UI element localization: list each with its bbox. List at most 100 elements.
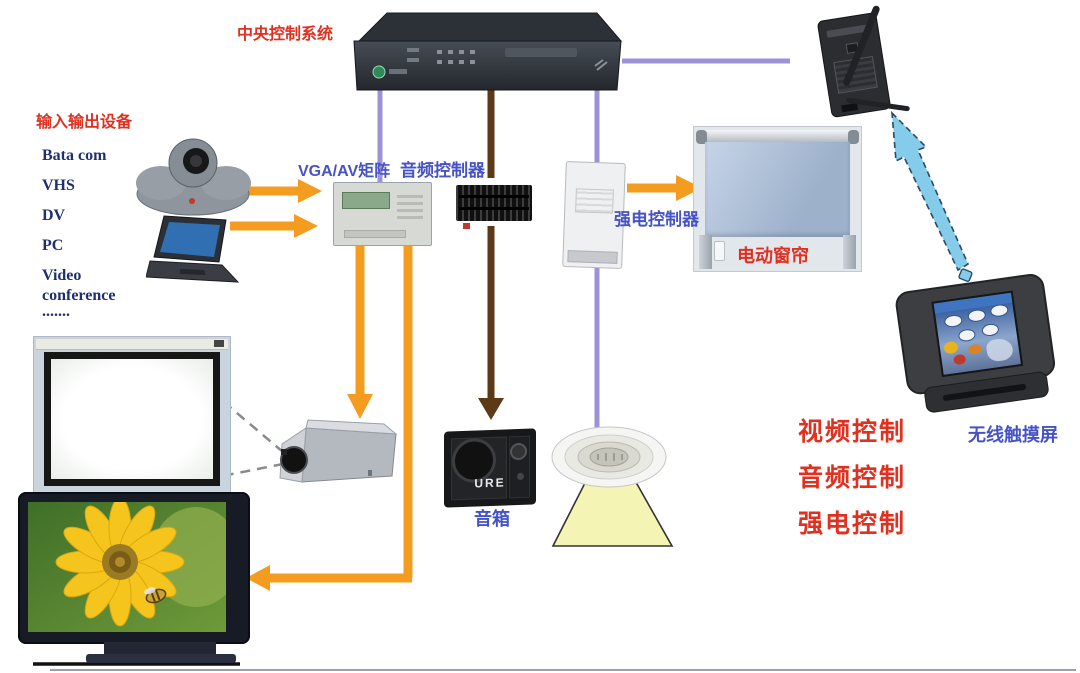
camera-lens-inner [190, 155, 202, 167]
rack-buttons [437, 50, 475, 64]
touchscreen-label: 无线触摸屏 [968, 425, 1058, 445]
flower [55, 502, 185, 627]
audioctl-red-mark [463, 223, 470, 229]
arrowhead-camera [298, 179, 322, 203]
projector-graphic [279, 419, 398, 483]
receiver-connector [841, 103, 859, 113]
projector-lens-icon [280, 446, 308, 474]
screen-black-border [44, 352, 220, 486]
laptop-graphic [146, 215, 240, 283]
speaker-label: 音箱 [474, 509, 510, 529]
screen-top-bar [36, 339, 228, 350]
camera-graphic [136, 138, 251, 216]
flower-center-core [115, 557, 125, 567]
io-item-batacom: Bata com [42, 147, 107, 164]
plasma-tv [18, 492, 253, 664]
projector-top [305, 419, 398, 435]
touchscreen-yellow-key [943, 340, 959, 355]
video-conference-camera [130, 126, 256, 220]
touchscreen-screen [931, 290, 1024, 378]
touchscreen-button-5 [981, 322, 1000, 338]
arrowhead-to-speaker [478, 398, 504, 420]
rack-led-row-2 [407, 58, 419, 62]
projector-foot [368, 470, 372, 476]
speaker: URE [444, 428, 536, 508]
caption-audio-control: 音频控制 [798, 464, 907, 492]
io-item-dv: DV [42, 207, 66, 224]
curtain-post-right [843, 235, 856, 269]
curtain-cap-left [696, 130, 707, 144]
matrix-lcd [342, 192, 390, 209]
wireless-touchscreen [893, 272, 1060, 420]
rack-front-face [353, 40, 622, 91]
curtain-label: 电动窗帘 [737, 246, 809, 266]
curtain-post-left [699, 235, 712, 269]
audioctl-band-2 [459, 207, 529, 210]
io-item-vhs: VHS [42, 177, 75, 194]
audio-controller-label: 音频控制器 [400, 161, 485, 180]
laptop [146, 214, 242, 290]
central-control-unit [345, 8, 623, 94]
wireless-dash-1 [958, 268, 973, 282]
touchscreen-red-key [953, 353, 967, 366]
laptop-touchpad [180, 269, 206, 275]
audio-controller [456, 185, 532, 221]
wireless-arrow-touchscreen-to-receiver [891, 110, 970, 272]
curtain-roller [696, 130, 859, 144]
rack-logo-text [389, 69, 407, 74]
laptop-screen [160, 222, 220, 257]
central-control-unit-graphic [353, 12, 623, 91]
rack-top-face [357, 12, 623, 42]
powerctl-bottom-strip [567, 250, 618, 264]
projection-screen [33, 336, 231, 495]
caption-power-control: 强电控制 [798, 510, 907, 538]
io-item-videoconf: Video conference [42, 267, 116, 304]
matrix-buttons [397, 193, 423, 219]
camera-power-led [189, 198, 195, 204]
touchscreen-button-1 [943, 313, 964, 329]
io-item-more: ....... [42, 303, 70, 320]
io-item-pc: PC [42, 237, 64, 254]
matrix-slot [344, 230, 406, 238]
projector-body [301, 427, 397, 483]
touchscreen-button-4 [957, 328, 977, 343]
vga-av-matrix [333, 182, 432, 246]
projection-line-2 [206, 462, 284, 481]
rack-led-row-1 [407, 48, 419, 52]
rack-logo [372, 65, 386, 79]
curtain-cap-right [848, 130, 859, 144]
caption-video-control: 视频控制 [798, 418, 907, 446]
io-devices-title: 输入输出设备 [36, 114, 133, 131]
projector-ir-window [281, 449, 287, 455]
arrowhead-laptop [294, 214, 318, 238]
curtain-fabric [705, 142, 850, 237]
arrowhead-projector [347, 394, 373, 419]
screen-white-area [51, 359, 213, 479]
screen-bracket [214, 340, 224, 347]
power-controller-label: 强电控制器 [614, 210, 699, 229]
tv-stand-neck [104, 642, 216, 655]
touchscreen-button-3 [989, 303, 1010, 318]
arrowhead-curtain [676, 175, 702, 201]
tv-screen [28, 502, 226, 632]
electric-curtain [693, 126, 862, 272]
audioctl-band-1 [459, 195, 529, 198]
curtain-switch [714, 241, 725, 261]
matrix-label: VGA/AV矩阵 [298, 163, 391, 180]
touchscreen-button-2 [967, 308, 987, 323]
arrow-matrix-to-tv [270, 244, 413, 583]
projector [272, 418, 404, 494]
bee-icon [144, 587, 167, 604]
light-filament [597, 453, 623, 461]
tv-flower-image [28, 502, 226, 632]
ceiling-light [550, 424, 668, 492]
ceiling-light-graphic [551, 426, 667, 488]
touchscreen-graphic [985, 337, 1015, 363]
rack-model-text [505, 48, 577, 57]
arrowhead-tv [246, 565, 270, 591]
rack-knob [594, 59, 608, 71]
touchscreen-orange-key [967, 343, 983, 356]
central-control-label: 中央控制系统 [237, 26, 334, 43]
